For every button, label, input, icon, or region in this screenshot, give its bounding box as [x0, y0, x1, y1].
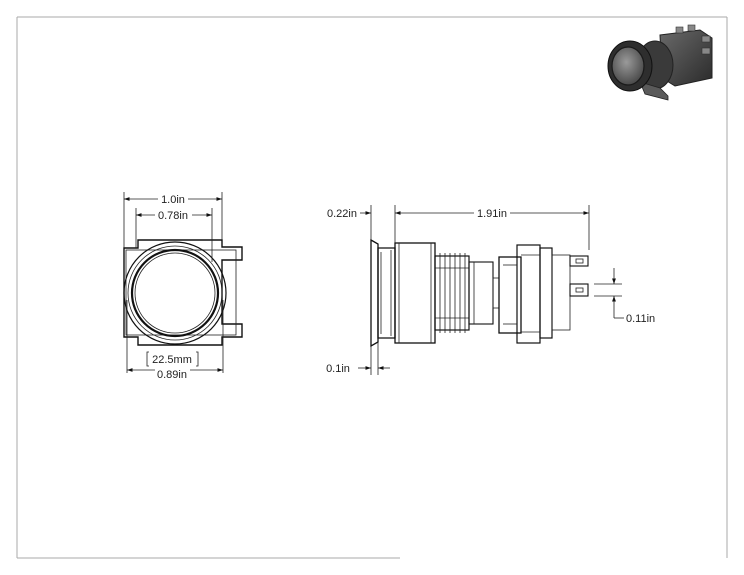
dim-terminal-thickness: 0.11in — [594, 268, 655, 325]
dim-diameter: 22.5mm 0.89in — [126, 300, 224, 381]
dim-label-overall-width: 1.0in — [161, 194, 185, 206]
side-main-body — [394, 242, 436, 344]
side-bezel — [377, 247, 396, 339]
dim-label-diameter-mm: 22.5mm — [152, 354, 192, 366]
dim-overall-width: 1.0in — [123, 192, 223, 248]
bezel-mid-ring — [127, 245, 223, 341]
side-neck — [468, 261, 494, 325]
button-cap-inner — [134, 252, 216, 334]
dim-label-overall-length: 1.91in — [477, 208, 507, 220]
bezel-outer-ring — [123, 241, 227, 345]
front-view: 1.0in 0.78in 22.5mm 0.89in — [123, 192, 243, 381]
dim-bezel-width: 0.78in — [135, 208, 213, 262]
dim-flange-thickness: 0.1in — [326, 342, 390, 375]
dim-bezel-depth: 0.22in — [327, 205, 396, 243]
dim-label-flange-thickness: 0.1in — [326, 363, 350, 375]
side-knurled-ring — [434, 253, 470, 333]
side-flange — [370, 238, 379, 348]
dim-label-diameter-in: 0.89in — [157, 369, 187, 381]
dim-label-bezel-depth: 0.22in — [327, 208, 357, 220]
front-housing-outline — [123, 239, 243, 346]
sheet-border — [16, 16, 728, 559]
side-terminals — [569, 255, 589, 297]
button-cap-ring — [130, 248, 220, 338]
dim-label-terminal-thickness: 0.11in — [626, 313, 655, 325]
dim-label-bezel-width: 0.78in — [158, 210, 188, 222]
pushbutton-switch-3d-icon — [607, 24, 713, 101]
side-view: 0.22in 1.91in 0.1in 0.11in — [326, 205, 655, 375]
side-switch-block — [498, 244, 571, 344]
dim-overall-length: 1.91in — [395, 205, 590, 250]
